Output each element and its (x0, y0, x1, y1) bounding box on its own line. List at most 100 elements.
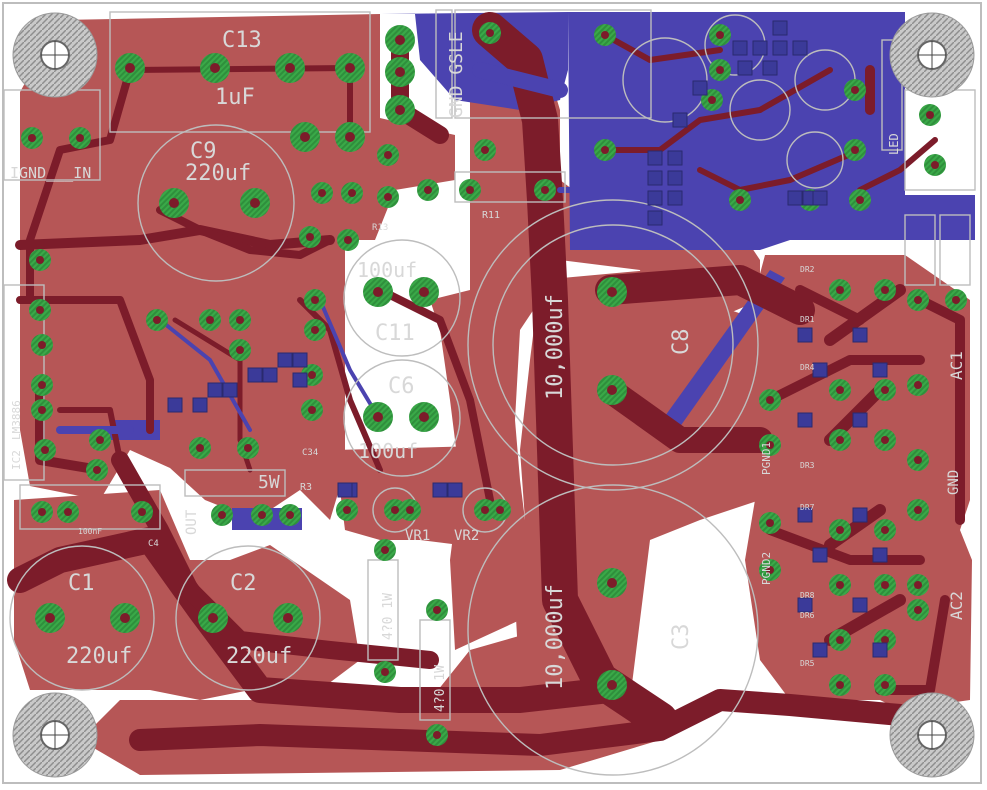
pad-drill (381, 668, 389, 676)
pad-drill (836, 386, 844, 394)
pad-drill (38, 341, 46, 349)
pad-drill (419, 287, 429, 297)
pad-drill (496, 506, 504, 514)
pad-drill (93, 466, 101, 474)
pad-drill (836, 436, 844, 444)
pad-drill (28, 134, 36, 142)
label-c13-value: 1uF (215, 85, 255, 110)
pad-drill (607, 385, 617, 395)
smd-pad (752, 40, 768, 56)
pad-drill (433, 606, 441, 614)
smd-pad (797, 597, 813, 613)
smd-pad (852, 327, 868, 343)
smd-pads (167, 20, 888, 658)
pad-drill (607, 287, 617, 297)
pad-drill (881, 526, 889, 534)
pad-drill (76, 134, 84, 142)
label-r3-value: 5W (258, 472, 280, 493)
pad-drill (433, 731, 441, 739)
label-in: IGND___IN (10, 164, 91, 182)
pad-drill (38, 381, 46, 389)
pad-drill (881, 681, 889, 689)
pad-drill (96, 436, 104, 444)
pad-drill (41, 446, 49, 454)
pad-drill (395, 67, 405, 77)
label-chip-left: LM3886 (10, 400, 23, 440)
label-dr4: DR4 (800, 363, 815, 372)
label-led: LED (887, 133, 901, 155)
pad-drill (206, 316, 214, 324)
label-pgnd1: PGND1 (760, 442, 773, 475)
pad-drill (138, 508, 146, 516)
pad-drill (286, 511, 294, 519)
smd-pad (872, 642, 888, 658)
smd-pad (432, 482, 448, 498)
smd-pad (772, 40, 788, 56)
pad-drill (914, 506, 922, 514)
smd-pad (207, 382, 223, 398)
label-c9: C9 (190, 139, 217, 164)
pad-drill (210, 63, 220, 73)
label-dr1: DR1 (800, 315, 815, 324)
pad-drill (311, 326, 319, 334)
pad-drill (914, 456, 922, 464)
pad-drill (486, 29, 494, 37)
pad-drill (466, 186, 474, 194)
smd-pad (812, 362, 828, 378)
pad-drill (931, 161, 939, 169)
pad-drill (395, 35, 405, 45)
smd-pad (852, 507, 868, 523)
label-c9-value: 220uf (185, 161, 251, 186)
smd-pad (787, 190, 803, 206)
label-c6-value: 100uf (358, 439, 418, 463)
pad-drill (716, 66, 724, 74)
pad-drill (481, 506, 489, 514)
smd-pad (192, 397, 208, 413)
pad-drill (856, 196, 864, 204)
pad-drill (607, 680, 617, 690)
smd-pad (692, 80, 708, 96)
label-gnd-gsle: GND GSLE (446, 31, 467, 118)
mounting-hole-top-left (12, 12, 98, 98)
pad-drill (406, 506, 414, 514)
pad-drill (125, 63, 135, 73)
pad-drill (236, 316, 244, 324)
smd-pad (647, 190, 663, 206)
smd-pad (667, 170, 683, 186)
label-c11: C11 (375, 321, 415, 346)
pad-drill (38, 406, 46, 414)
label-dr6: DR6 (800, 611, 815, 620)
pad-drill (881, 386, 889, 394)
label-c1-value: 220uf (66, 644, 132, 669)
pad-drill (196, 444, 204, 452)
label-c3-value: 10,000uf (543, 584, 568, 690)
mounting-hole-bottom-left (12, 692, 98, 778)
label-r5-value: 4?0 1W (381, 593, 396, 640)
smd-pad (647, 170, 663, 186)
pad-drill (424, 186, 432, 194)
pad-drill (836, 636, 844, 644)
pad-drill (601, 31, 609, 39)
pad-drill (766, 396, 774, 404)
pad-drill (836, 526, 844, 534)
pad-drill (348, 189, 356, 197)
pad-drill (708, 96, 716, 104)
silkscreen-outlines (3, 9, 976, 776)
pad-drill (45, 613, 55, 623)
pad-drill (38, 508, 46, 516)
smd-pad (812, 190, 828, 206)
pad-drill (308, 371, 316, 379)
pad-drill (64, 508, 72, 516)
pad-drill (766, 519, 774, 527)
label-ac2: AC2 (947, 591, 966, 620)
pad-drill (881, 581, 889, 589)
component-pads (21, 22, 967, 746)
pad-drill (541, 186, 549, 194)
smd-pad (852, 597, 868, 613)
pad-drill (601, 146, 609, 154)
mounting-hole-top-right (889, 12, 975, 98)
pad-drill (736, 196, 744, 204)
label-c11-value: 100uf (357, 258, 417, 282)
pad-drill (120, 613, 130, 623)
label-vr2: VR2 (454, 528, 479, 544)
